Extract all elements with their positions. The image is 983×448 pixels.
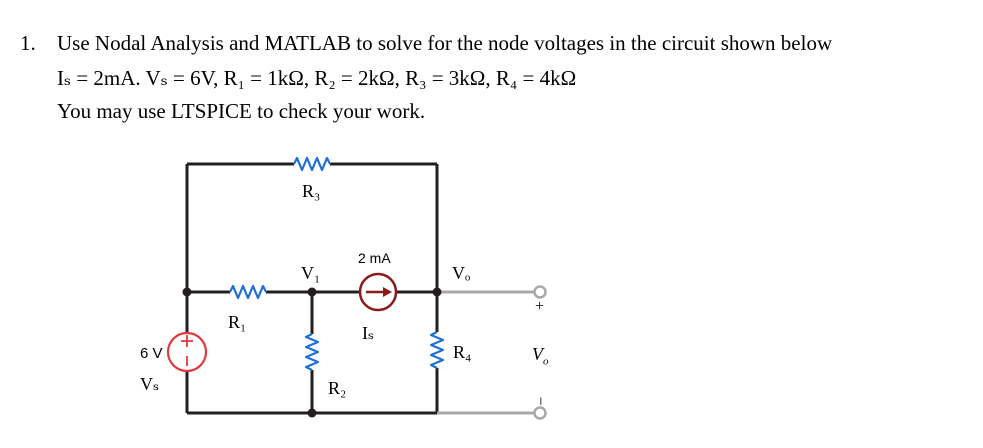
resistor-r1-icon bbox=[229, 284, 267, 300]
output-terminal-wires bbox=[437, 290, 534, 415]
label-r3: R₃ bbox=[302, 181, 321, 201]
node-dot-left bbox=[182, 287, 192, 297]
label-vo: Vₒ bbox=[452, 263, 471, 283]
output-terminal-minus bbox=[533, 406, 547, 420]
label-r1: R₁ bbox=[228, 312, 247, 332]
label-r2: R₂ bbox=[328, 378, 347, 398]
node-dot-bottom bbox=[307, 408, 317, 418]
label-vo-output-v: V bbox=[532, 344, 543, 364]
node-dot-vo bbox=[432, 287, 442, 297]
label-v1: V₁ bbox=[301, 263, 321, 283]
node-dot-v1 bbox=[307, 287, 317, 297]
label-r4: R₄ bbox=[453, 342, 472, 362]
label-is: Iₛ bbox=[362, 323, 375, 343]
label-terminal-plus: + bbox=[535, 298, 545, 315]
problem-line-3: You may use LTSPICE to check your work. bbox=[57, 99, 426, 123]
output-terminal-plus bbox=[533, 285, 547, 299]
label-terminal-minus: − bbox=[531, 396, 549, 406]
label-vo-output-sub: o bbox=[543, 355, 549, 368]
resistor-r2-icon bbox=[304, 333, 320, 371]
label-is-value: 2 mA bbox=[358, 250, 391, 266]
voltage-source-plus-icon bbox=[166, 331, 208, 373]
resistor-r3-icon bbox=[293, 156, 331, 172]
label-vs: Vₛ bbox=[140, 374, 160, 394]
problem-line-1: Use Nodal Analysis and MATLAB to solve f… bbox=[57, 31, 833, 55]
label-vs-value: 6 V bbox=[140, 345, 163, 362]
resistor-r4-icon bbox=[429, 331, 445, 369]
label-vo-output: Vo bbox=[532, 344, 549, 368]
current-source-arrow-icon bbox=[358, 272, 398, 312]
problem-line-2: Iₛ = 2mA. Vₛ = 6V, R₁ = 1kΩ, R₂ = 2kΩ, R… bbox=[57, 66, 577, 90]
problem-number: 1. bbox=[20, 31, 36, 55]
